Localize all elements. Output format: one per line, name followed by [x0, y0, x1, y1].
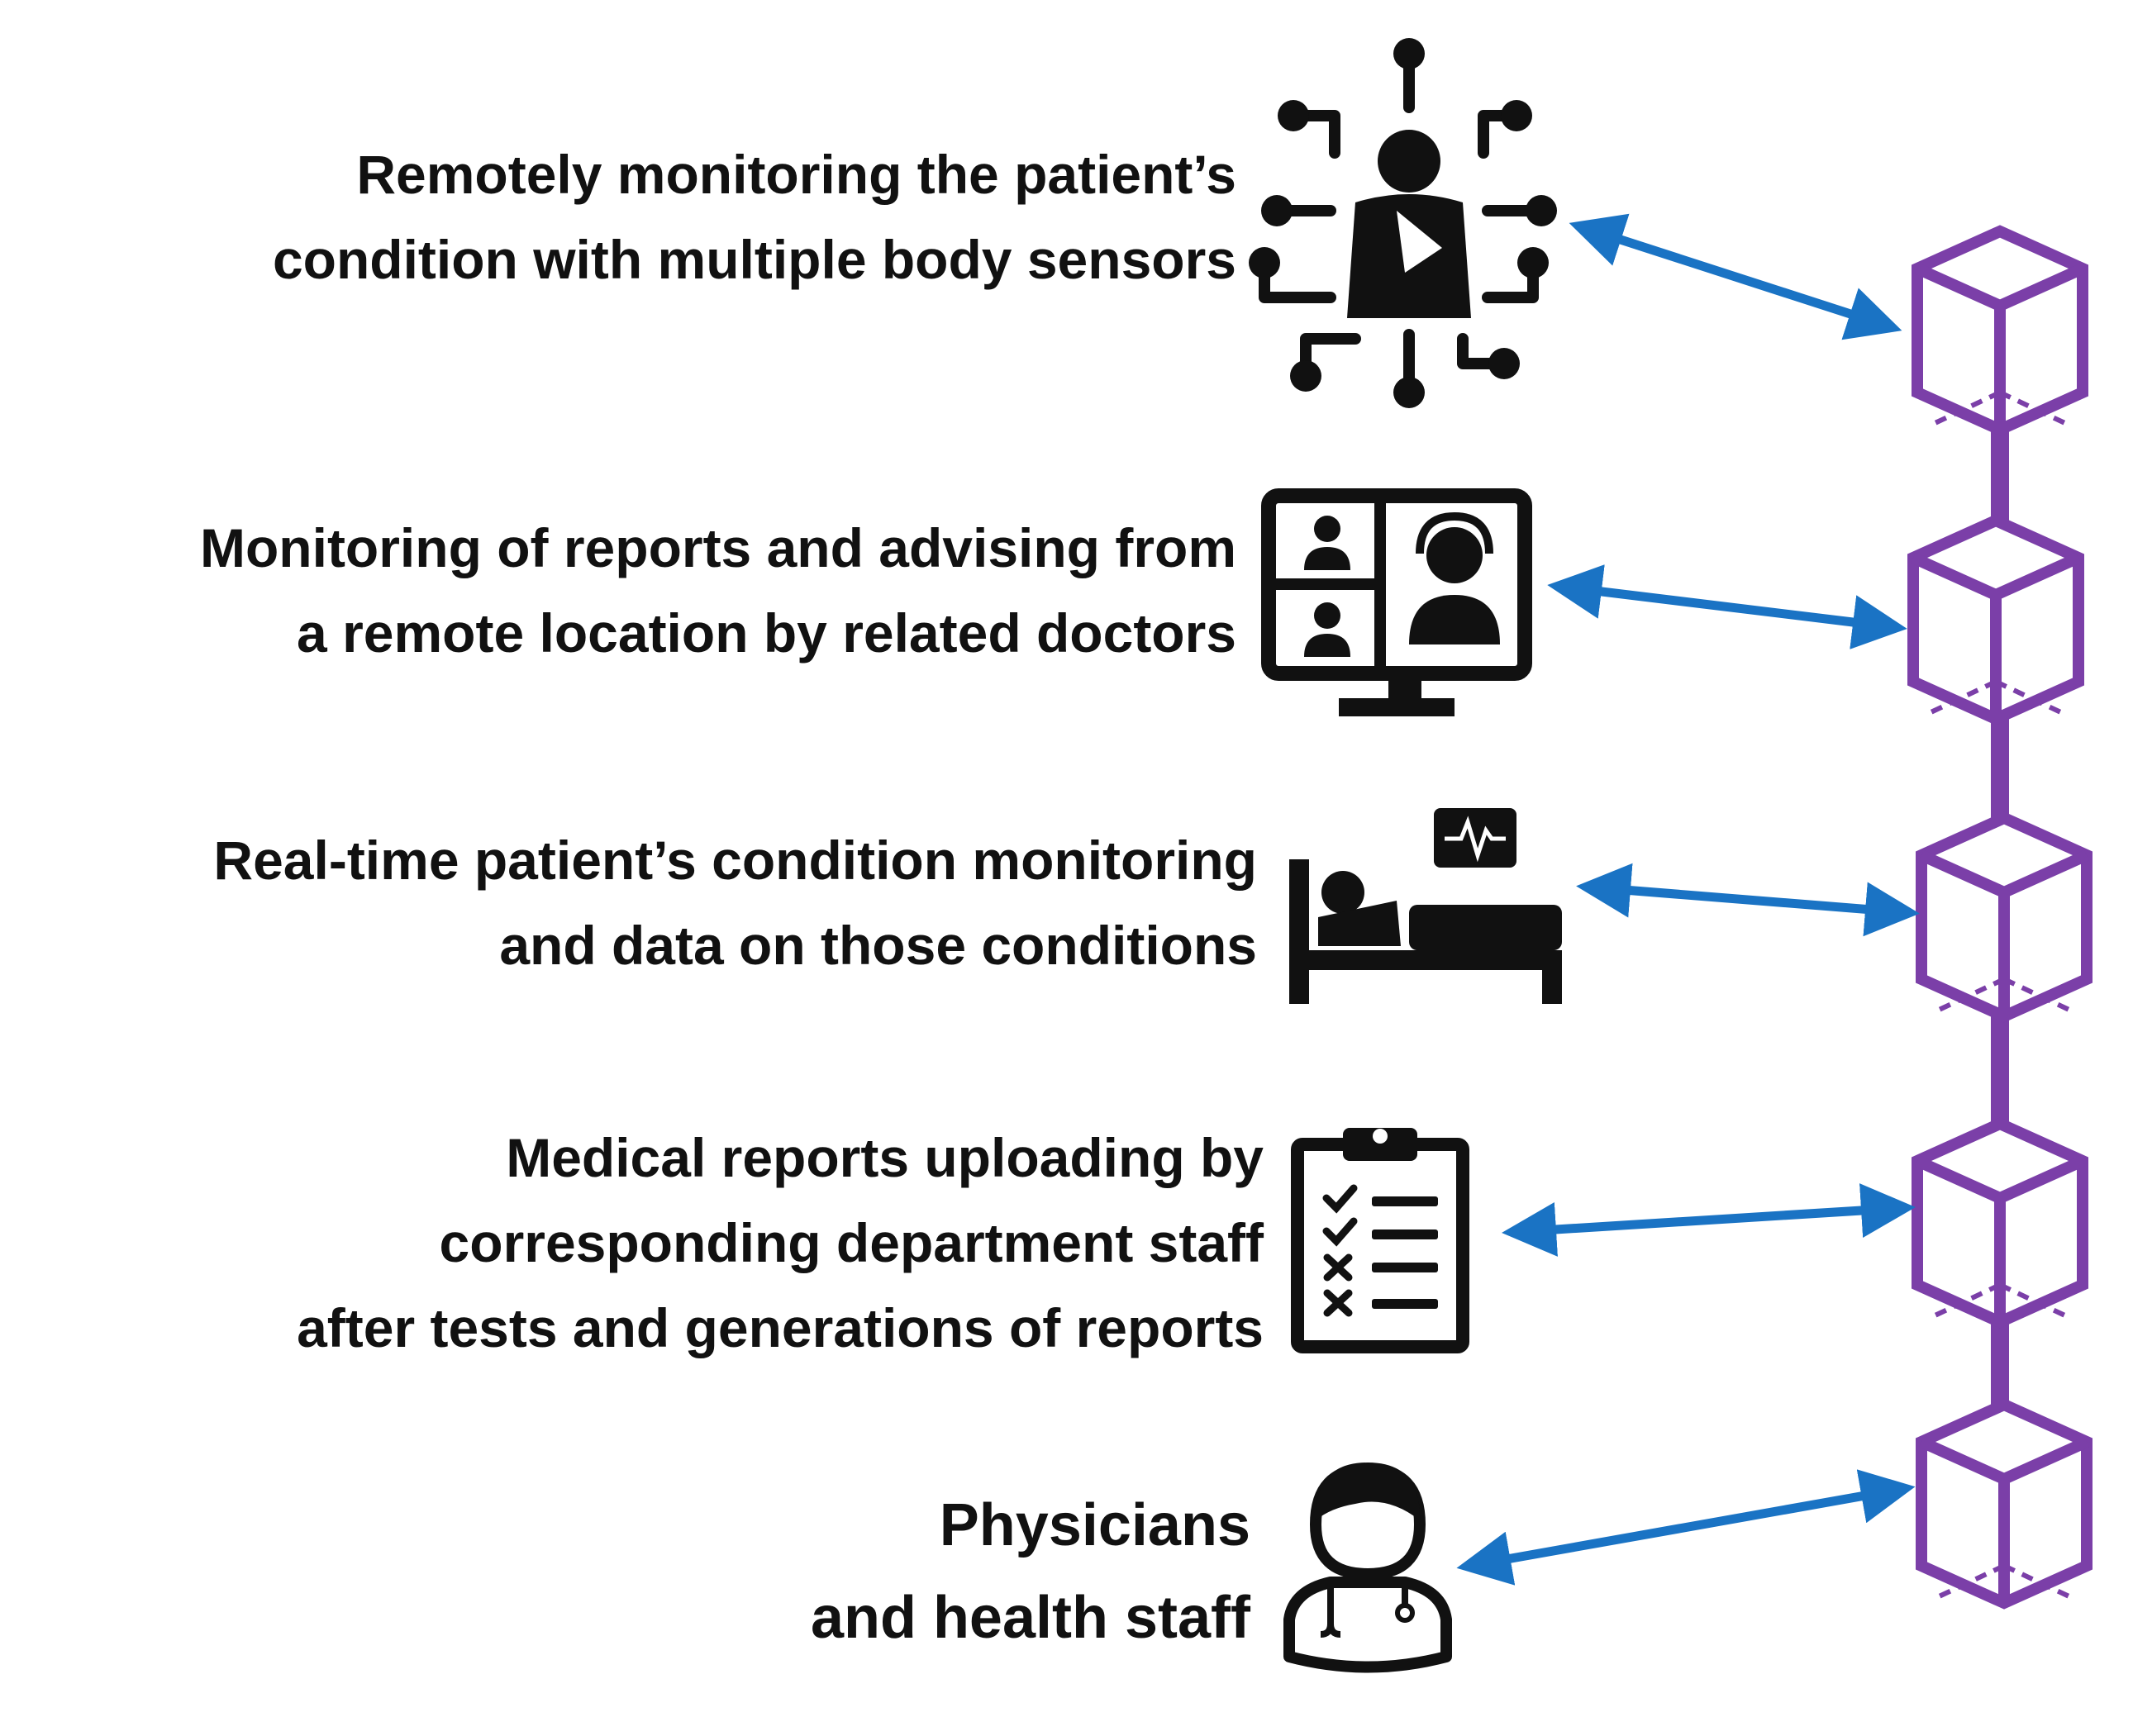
blockchain-cube-icon [1921, 1405, 2087, 1603]
label-realtime: Real-time patient’s condition monitoring… [213, 818, 1257, 988]
label-line: after tests and generations of reports [297, 1297, 1264, 1358]
clipboard-checklist-icon [1291, 1128, 1469, 1353]
blockchain-cube-icon [1913, 521, 2078, 719]
label-line: corresponding department staff [439, 1212, 1264, 1273]
label-reports: Medical reports uploading by correspondi… [297, 1115, 1264, 1371]
arrow-doctors [1547, 564, 1907, 649]
label-line: Remotely monitoring the patient’s [356, 144, 1236, 205]
blockchain-cube-icon [1921, 818, 2087, 1016]
video-consultation-monitor-icon [1261, 488, 1532, 716]
arrow-realtime [1576, 863, 1920, 937]
label-physicians: Physicians and health staff [811, 1479, 1250, 1664]
label-line: a remote location by related doctors [297, 602, 1236, 663]
label-line: Real-time patient’s condition monitoring [213, 830, 1257, 891]
blockchain-cube-icon [1917, 1124, 2083, 1322]
arrow-reports [1502, 1183, 1916, 1257]
blockchain-cube-icon [1917, 231, 2083, 430]
patient-body-sensors-icon [1249, 38, 1557, 408]
label-line: and data on those conditions [499, 915, 1257, 976]
hospital-bed-heart-monitor-icon [1289, 808, 1562, 1004]
label-doctors: Monitoring of reports and advising from … [200, 506, 1236, 676]
label-line: condition with multiple body sensors [272, 229, 1236, 290]
physician-stethoscope-icon [1283, 1463, 1452, 1673]
label-line: Medical reports uploading by [506, 1127, 1264, 1188]
label-sensors: Remotely monitoring the patient’s condit… [273, 132, 1236, 302]
arrow-physicians [1456, 1469, 1916, 1586]
arrow-sensors [1569, 213, 1902, 340]
label-line: Physicians [939, 1492, 1250, 1558]
label-line: Monitoring of reports and advising from [200, 517, 1236, 578]
label-line: and health staff [810, 1585, 1250, 1651]
